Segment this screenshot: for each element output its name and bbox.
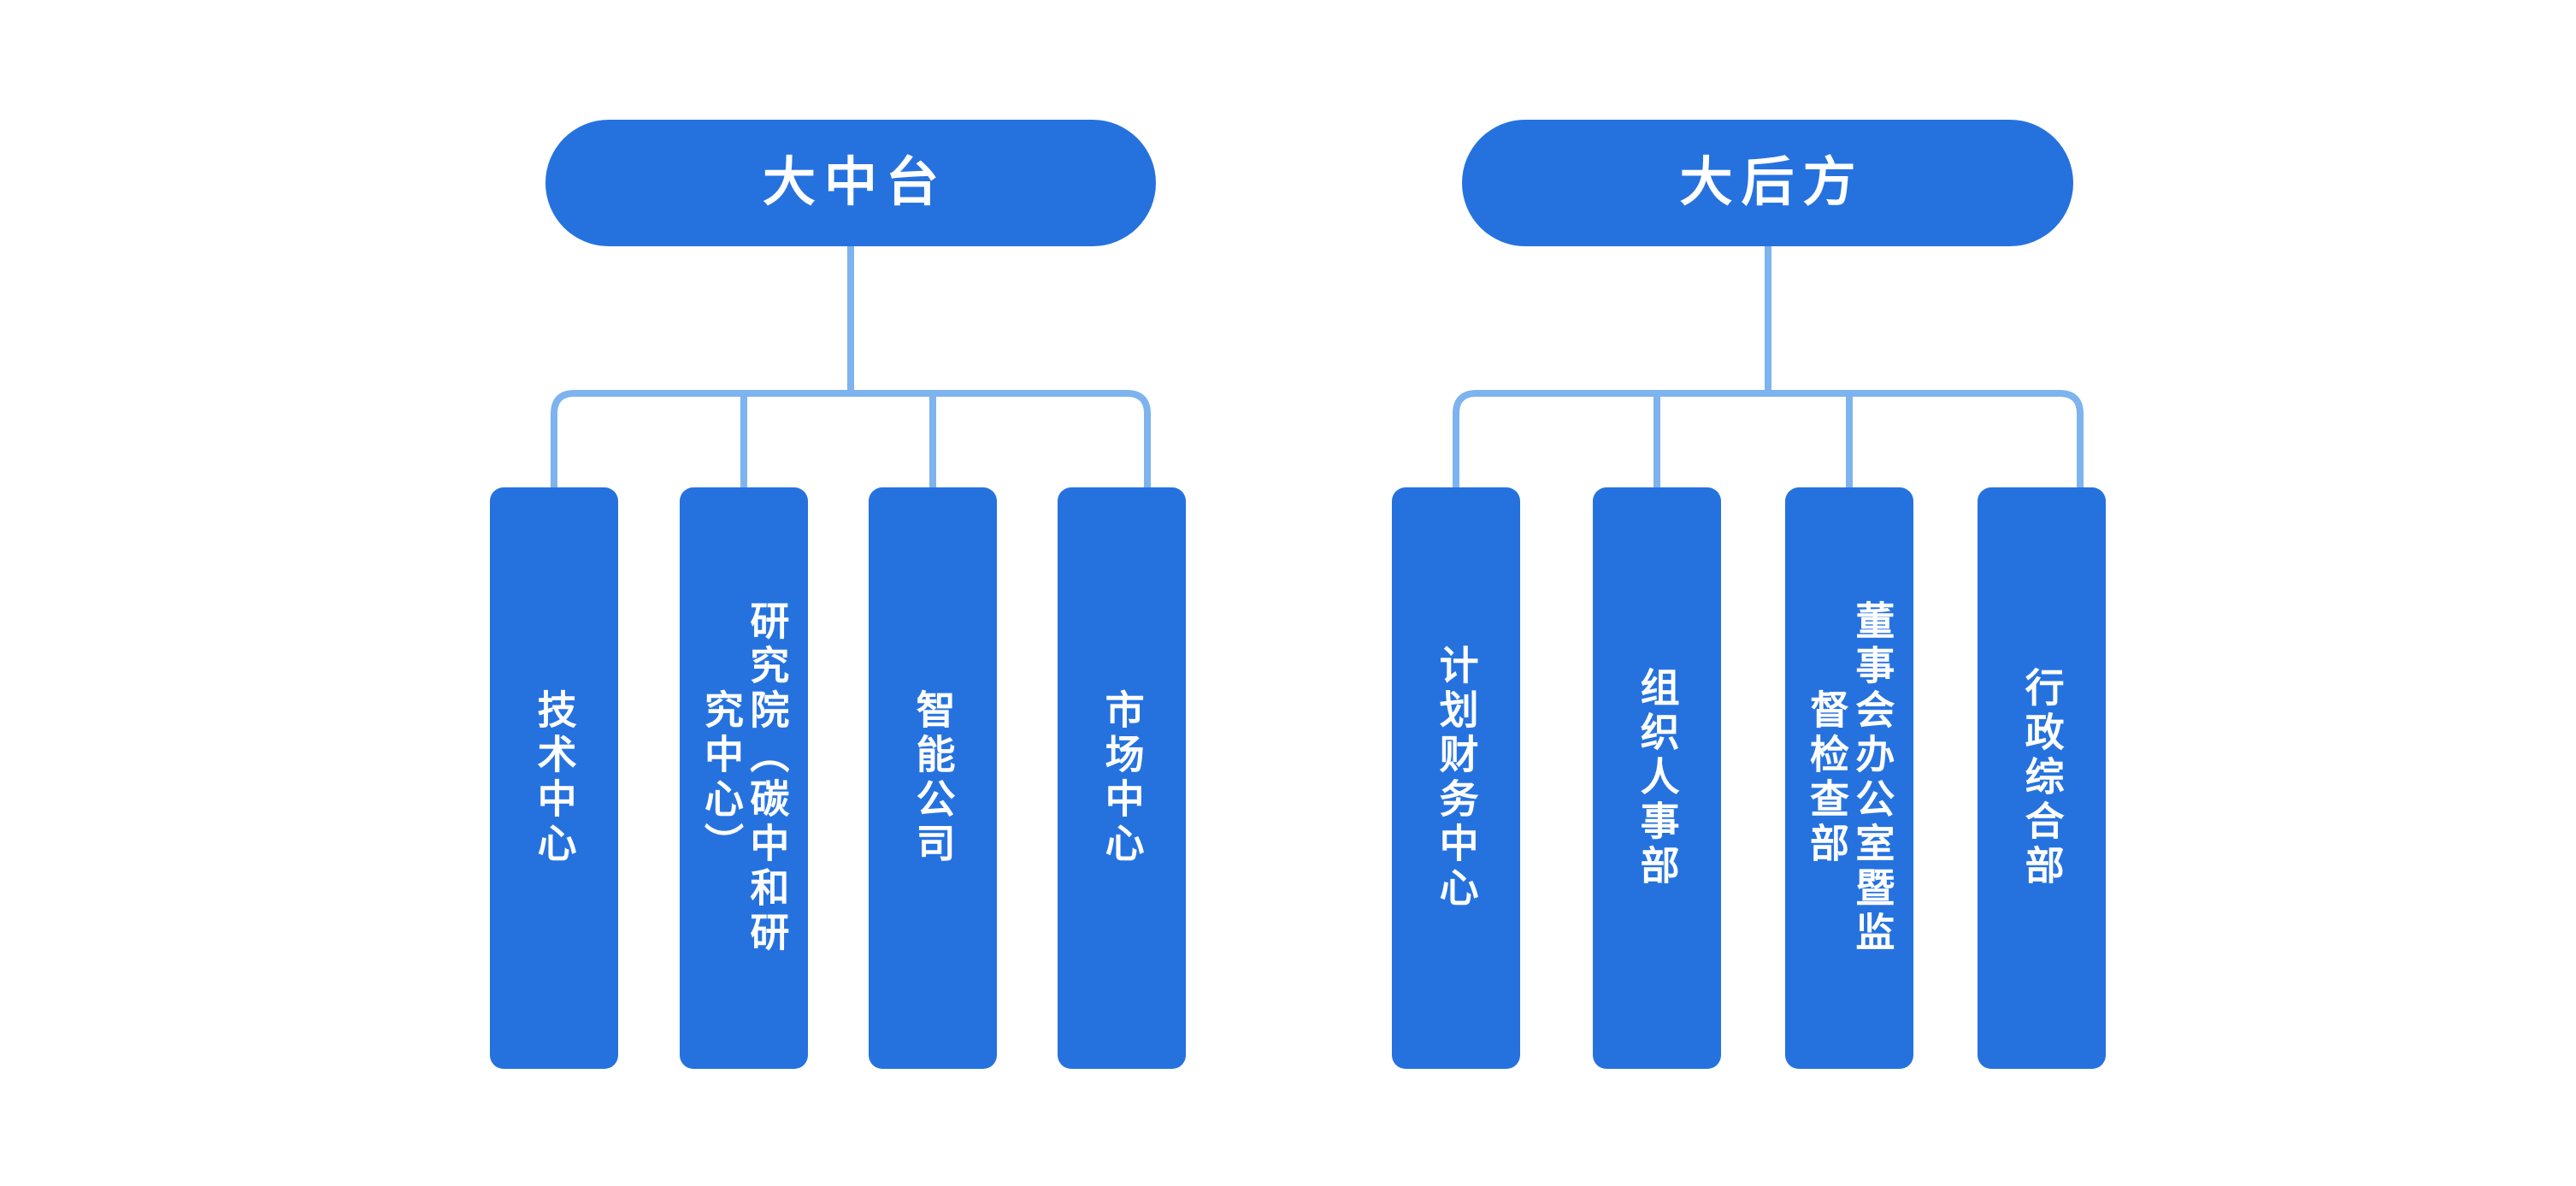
group-header-label: 大中台 xyxy=(762,153,947,212)
org-node-jihua-caiwu-zhongxin[interactable]: 计划财务中心 xyxy=(1392,487,1520,1069)
org-node-label: 行政综合部 xyxy=(2019,667,2065,889)
org-node-dongshihui-bangongshi[interactable]: 董事会办公室暨监督检查部 xyxy=(1785,487,1913,1069)
org-node-yanjiuyuan[interactable]: 研究院（碳中和研究中心） xyxy=(680,487,808,1069)
org-node-zhineng-gongsi[interactable]: 智能公司 xyxy=(869,487,997,1069)
org-group-zhongtai: 大中台 技术中心 研究院（碳中和研究中心） 智能公司 xyxy=(0,0,1282,1186)
org-node-zuzhi-renshi-bu[interactable]: 组织人事部 xyxy=(1593,487,1721,1069)
org-node-label: 董事会办公室暨监督检查部 xyxy=(1805,600,1895,956)
group-header-zhongtai[interactable]: 大中台 xyxy=(545,120,1156,246)
org-nodes-row-zhongtai: 技术中心 研究院（碳中和研究中心） 智能公司 市场中心 xyxy=(0,487,1282,1069)
group-header-houfang[interactable]: 大后方 xyxy=(1462,120,2073,246)
org-node-xingzheng-zonghe-bu[interactable]: 行政综合部 xyxy=(1978,487,2106,1069)
org-node-label: 计划财务中心 xyxy=(1434,645,1479,912)
connector-houfang xyxy=(1282,246,2576,494)
org-nodes-row-houfang: 计划财务中心 组织人事部 董事会办公室暨监督检查部 行政综合部 xyxy=(1282,487,2576,1069)
org-node-label: 组织人事部 xyxy=(1635,667,1680,889)
org-node-label: 市场中心 xyxy=(1099,689,1145,867)
org-node-jishu-zhongxin[interactable]: 技术中心 xyxy=(490,487,618,1069)
org-group-houfang: 大后方 计划财务中心 组织人事部 董事会办公室暨监督检查部 行政综合部 xyxy=(1282,0,2576,1186)
group-header-label: 大后方 xyxy=(1679,153,1865,212)
org-node-shichang-zhongxin[interactable]: 市场中心 xyxy=(1058,487,1186,1069)
org-node-label: 智能公司 xyxy=(911,689,956,867)
connector-zhongtai xyxy=(0,246,1282,494)
org-node-label: 研究院（碳中和研究中心） xyxy=(699,600,790,956)
org-node-label: 技术中心 xyxy=(532,689,577,867)
